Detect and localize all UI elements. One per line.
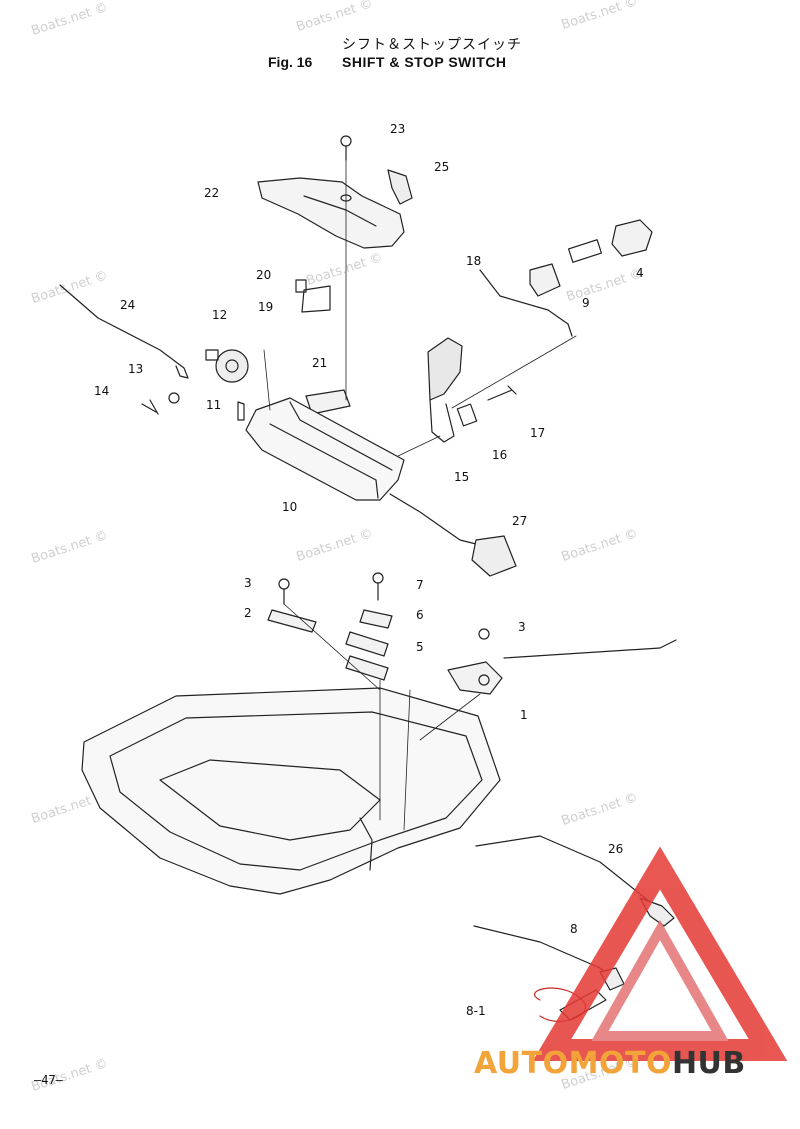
callout-26: 26 [608, 842, 624, 856]
callout-10: 10 [282, 500, 298, 514]
part-1-bracket [447, 661, 503, 695]
callout-13: 13 [128, 362, 144, 376]
automotohub-logo: AUTOMOTOHUB [474, 1046, 746, 1081]
bottom-cowling [81, 687, 501, 895]
callout-23: 23 [390, 122, 406, 136]
callout-9: 9 [582, 296, 590, 310]
logo-part-hub: HUB [671, 1046, 746, 1081]
callout-7: 7 [416, 578, 424, 592]
callout-21: 21 [312, 356, 328, 370]
callout-3-upper: 3 [244, 576, 252, 590]
part-25-pad [387, 169, 413, 205]
callout-11: 11 [206, 398, 222, 412]
logo-part-moto: MOTO [568, 1046, 672, 1081]
callout-2: 2 [244, 606, 252, 620]
callout-3-right: 3 [518, 620, 526, 634]
callout-19: 19 [258, 300, 274, 314]
part-17-bolt [487, 385, 517, 401]
part-2-plate [267, 609, 317, 633]
part-6-plate [359, 609, 393, 629]
callout-8: 8 [570, 922, 578, 936]
part-9-cap [529, 263, 561, 297]
callout-18: 18 [466, 254, 482, 268]
logo-part-auto: AUTO [474, 1046, 569, 1081]
logo-triangle-mark [532, 846, 788, 1061]
callout-1: 1 [520, 708, 528, 722]
callout-24: 24 [120, 298, 136, 312]
callout-8-1: 8-1 [466, 1004, 486, 1018]
part-22-cover [257, 177, 405, 249]
figure-label: Fig. 16 [268, 54, 313, 70]
part-18-rod [479, 269, 573, 337]
callout-5: 5 [416, 640, 424, 654]
callout-4: 4 [636, 266, 644, 280]
part-20-19-clip [295, 279, 331, 313]
part-16-sleeve [456, 403, 478, 427]
callout-16: 16 [492, 448, 508, 462]
callout-17: 17 [530, 426, 546, 440]
part-15-lever [427, 337, 463, 443]
title-japanese: シフト＆ストップスイッチ [342, 37, 522, 53]
callout-15: 15 [454, 470, 470, 484]
part-27-stop-switch [389, 493, 517, 577]
callout-22: 22 [204, 186, 220, 200]
callout-25: 25 [434, 160, 450, 174]
callout-6: 6 [416, 608, 424, 622]
callout-14: 14 [94, 384, 110, 398]
title-english: SHIFT & STOP SWITCH [342, 54, 507, 70]
callout-20: 20 [256, 268, 272, 282]
page-number: —47— [34, 1073, 63, 1087]
part-24-rod [59, 284, 189, 379]
part-5-plate [345, 631, 389, 657]
callout-12: 12 [212, 308, 228, 322]
part-23-bolt [340, 135, 352, 161]
part-10-bracket [245, 397, 405, 501]
part-21-plate [305, 389, 351, 415]
part-12-gear [205, 349, 249, 383]
callout-27: 27 [512, 514, 528, 528]
part-4-switch [567, 219, 653, 263]
